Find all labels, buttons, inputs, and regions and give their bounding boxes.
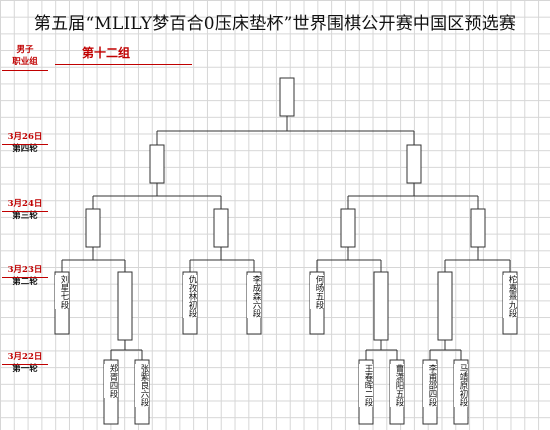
player-name-p6: 郑胥四段	[104, 364, 118, 398]
player-name-p3: 李成森六段	[247, 275, 261, 318]
round3-box-2	[213, 208, 229, 248]
player-name-p8: 王春晖二段	[359, 364, 373, 407]
round-2-label: 3月23日 第二轮	[4, 264, 46, 288]
player-name-p2: 仇孜林初段	[183, 275, 197, 318]
player-name-p7: 张紫良六段	[135, 364, 149, 407]
round-4-name: 第四轮	[12, 144, 38, 154]
round-3-rule	[2, 211, 48, 212]
player-name-p9: 曹潇阳五段	[390, 364, 404, 407]
round2-box-1	[117, 271, 133, 341]
round3-box-1	[85, 208, 101, 248]
round-3-date: 3月24日	[7, 199, 43, 209]
category-line1: 男子	[16, 45, 34, 55]
category-line2: 职业组	[12, 57, 38, 67]
round-3-label: 3月24日 第三轮	[4, 198, 46, 222]
group-underline	[55, 64, 192, 65]
player-name-p5: 柁嘉熹九段	[503, 275, 517, 318]
player-name-p10: 李甫邵四段	[423, 364, 437, 407]
final-box	[279, 77, 295, 117]
player-name-p4: 何旸五段	[310, 275, 324, 309]
round3-box-3	[340, 208, 356, 248]
round-2-name: 第二轮	[12, 277, 38, 287]
round2-box-2	[373, 271, 389, 341]
round-1-name: 第一轮	[12, 364, 38, 374]
round-2-date: 3月23日	[7, 265, 43, 275]
round3-box-4	[470, 208, 486, 248]
round-4-rule	[2, 144, 48, 145]
round-4-label: 3月26日 第四轮	[4, 131, 46, 155]
round-1-label: 3月22日 第一轮	[4, 351, 46, 375]
page-title: 第五届“MLILY梦百合0压床垫杯”世界围棋公开赛中国区预选赛	[33, 14, 517, 34]
player-name-p11: 马靖原初段	[454, 364, 468, 407]
player-name-p1: 刘星七段	[55, 275, 69, 309]
round-3-name: 第三轮	[12, 211, 38, 221]
category-label: 男子 职业组	[4, 44, 46, 68]
group-label: 第十二组	[82, 46, 131, 60]
round-1-date: 3月22日	[7, 352, 43, 362]
category-underline	[2, 70, 48, 71]
round-4-date: 3月26日	[7, 132, 43, 142]
round2-box-3	[437, 271, 453, 341]
round-2-rule	[2, 277, 48, 278]
round4-left-box	[149, 144, 165, 184]
round4-right-box	[406, 144, 422, 184]
round-1-rule	[2, 364, 48, 365]
